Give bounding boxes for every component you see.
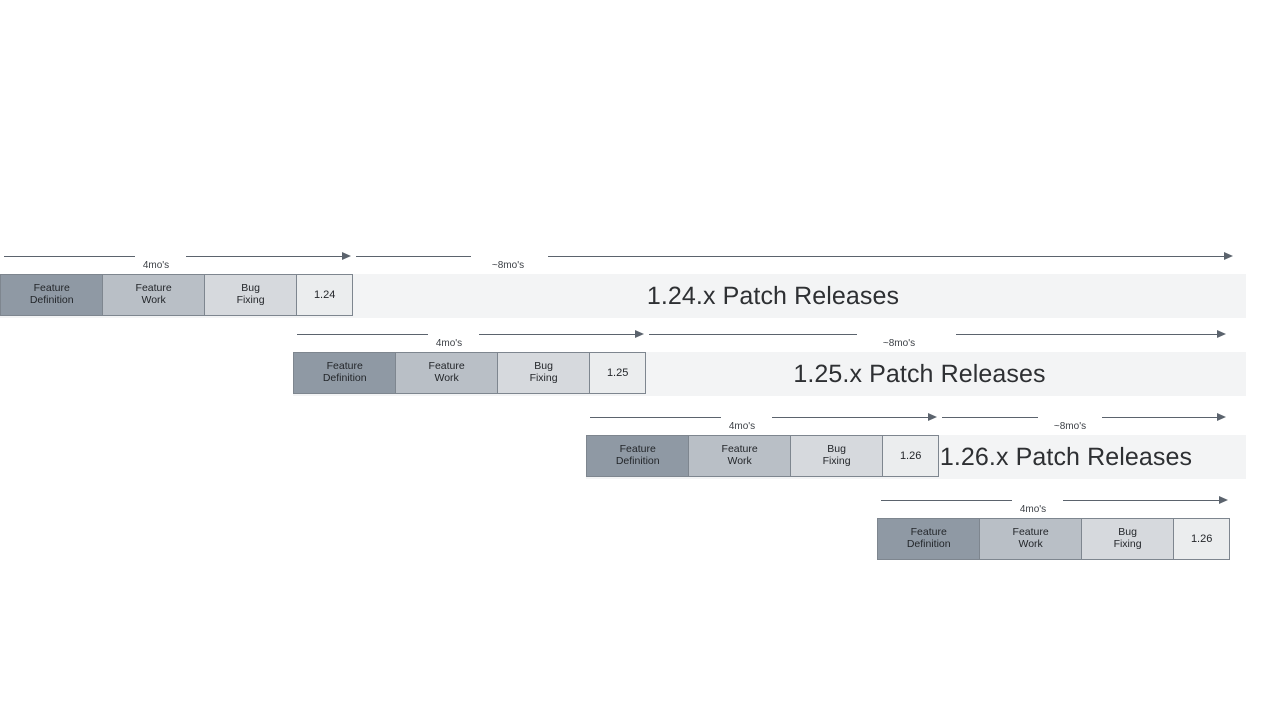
- version-tag-label: 1.26: [1190, 532, 1213, 545]
- phase-label-line1: Bug: [534, 360, 553, 373]
- dev-cycle-arrow-label: 4mo's: [728, 421, 756, 432]
- phase-feature-definition[interactable]: Feature Definition: [1, 275, 104, 315]
- phase-label-line1: Feature: [428, 360, 465, 373]
- patch-band-label-124: 1.24.x Patch Releases: [646, 281, 900, 310]
- version-tag-label: 1.25: [606, 366, 629, 379]
- phase-label-line2: Work: [1018, 538, 1043, 550]
- phase-label-line2: Fixing: [822, 455, 851, 467]
- phase-bug-fixing[interactable]: Bug Fixing: [1081, 519, 1175, 559]
- arrow-line-right: [956, 334, 1218, 335]
- patch-window-arrow-label: ~8mo's: [1053, 421, 1087, 432]
- phase-label-line1: Feature: [721, 443, 758, 456]
- phase-feature-work[interactable]: Feature Work: [396, 353, 498, 393]
- version-tag-126[interactable]: 1.26: [883, 436, 938, 476]
- phase-bar-127: Feature Definition Feature Work Bug Fixi…: [877, 518, 1230, 560]
- phase-bar-126: Feature Definition Feature Work Bug Fixi…: [586, 435, 939, 477]
- dev-cycle-arrow-label: 4mo's: [1019, 504, 1047, 515]
- phase-label-line1: Feature: [910, 526, 947, 539]
- phase-feature-definition[interactable]: Feature Definition: [294, 353, 397, 393]
- phase-label-line1: Bug: [241, 282, 260, 295]
- phase-label-line2: Work: [434, 372, 459, 384]
- arrow-line-right: [772, 417, 929, 418]
- arrow-line-right: [1063, 500, 1220, 501]
- dev-cycle-arrow-label: 4mo's: [142, 260, 170, 271]
- phase-feature-definition[interactable]: Feature Definition: [587, 436, 690, 476]
- phase-label-line1: Bug: [827, 443, 846, 456]
- phase-label-line2: Fixing: [236, 294, 265, 306]
- arrow-line-left: [297, 334, 428, 335]
- arrow-line-right: [479, 334, 636, 335]
- phase-label-line2: Fixing: [529, 372, 558, 384]
- dev-cycle-arrow-126: 4mo's: [590, 409, 938, 435]
- arrow-head-icon: [1219, 496, 1228, 504]
- phase-bug-fixing[interactable]: Bug Fixing: [790, 436, 884, 476]
- arrow-head-icon: [342, 252, 351, 260]
- phase-label-line1: Feature: [1012, 526, 1049, 539]
- release-row-125: 1.25.x Patch Releases 4mo's ~8mo's Featu…: [0, 326, 1280, 446]
- phase-label-line1: Feature: [135, 282, 172, 295]
- phase-feature-definition[interactable]: Feature Definition: [878, 519, 981, 559]
- phase-label-line1: Bug: [1118, 526, 1137, 539]
- patch-band-label-125: 1.25.x Patch Releases: [793, 359, 1046, 388]
- arrow-line-left: [942, 417, 1038, 418]
- patch-band-label-126: 1.26.x Patch Releases: [939, 442, 1193, 471]
- arrow-head-icon: [1217, 330, 1226, 338]
- release-row-127: 4mo's Feature Definition Feature Work Bu…: [0, 492, 1280, 612]
- phase-label-line2: Work: [727, 455, 752, 467]
- phase-feature-work[interactable]: Feature Work: [980, 519, 1082, 559]
- patch-window-arrow-124: ~8mo's: [356, 248, 1236, 274]
- dev-cycle-arrow-124: 4mo's: [4, 248, 352, 274]
- dev-cycle-arrow-125: 4mo's: [297, 326, 645, 352]
- arrow-line-left: [881, 500, 1012, 501]
- phase-label-line1: Feature: [619, 443, 656, 456]
- arrow-line-right: [548, 256, 1225, 257]
- patch-window-arrow-label: ~8mo's: [882, 338, 916, 349]
- arrow-line-right: [1102, 417, 1218, 418]
- phase-label-line2: Fixing: [1113, 538, 1142, 550]
- phase-bar-125: Feature Definition Feature Work Bug Fixi…: [293, 352, 646, 394]
- patch-window-arrow-125: ~8mo's: [649, 326, 1237, 352]
- dev-cycle-arrow-label: 4mo's: [435, 338, 463, 349]
- patch-window-arrow-label: ~8mo's: [491, 260, 525, 271]
- arrow-head-icon: [635, 330, 644, 338]
- arrow-line-left: [4, 256, 135, 257]
- dev-cycle-arrow-127: 4mo's: [881, 492, 1229, 518]
- phase-feature-work[interactable]: Feature Work: [103, 275, 205, 315]
- phase-label-line2: Definition: [322, 372, 367, 384]
- version-tag-label: 1.24: [313, 288, 336, 301]
- phase-label-line2: Definition: [906, 538, 951, 550]
- arrow-line-right: [186, 256, 343, 257]
- phase-feature-work[interactable]: Feature Work: [689, 436, 791, 476]
- version-tag-124[interactable]: 1.24: [297, 275, 352, 315]
- version-tag-125[interactable]: 1.25: [590, 353, 645, 393]
- arrow-line-left: [649, 334, 857, 335]
- phase-label-line2: Definition: [615, 455, 660, 467]
- arrow-line-left: [590, 417, 721, 418]
- phase-bug-fixing[interactable]: Bug Fixing: [497, 353, 591, 393]
- release-row-124: 1.24.x Patch Releases 4mo's ~8mo's Featu…: [0, 248, 1280, 368]
- phase-label-line1: Feature: [326, 360, 363, 373]
- phase-label-line2: Work: [141, 294, 166, 306]
- version-tag-127[interactable]: 1.26: [1174, 519, 1229, 559]
- version-tag-label: 1.26: [899, 449, 922, 462]
- phase-bar-124: Feature Definition Feature Work Bug Fixi…: [0, 274, 353, 316]
- arrow-head-icon: [1217, 413, 1226, 421]
- arrow-line-left: [356, 256, 471, 257]
- patch-window-arrow-126: ~8mo's: [942, 409, 1237, 435]
- phase-bug-fixing[interactable]: Bug Fixing: [204, 275, 298, 315]
- release-row-126: 1.26.x Patch Releases 4mo's ~8mo's Featu…: [0, 409, 1280, 529]
- phase-label-line1: Feature: [33, 282, 70, 295]
- arrow-head-icon: [928, 413, 937, 421]
- arrow-head-icon: [1224, 252, 1233, 260]
- phase-label-line2: Definition: [29, 294, 74, 306]
